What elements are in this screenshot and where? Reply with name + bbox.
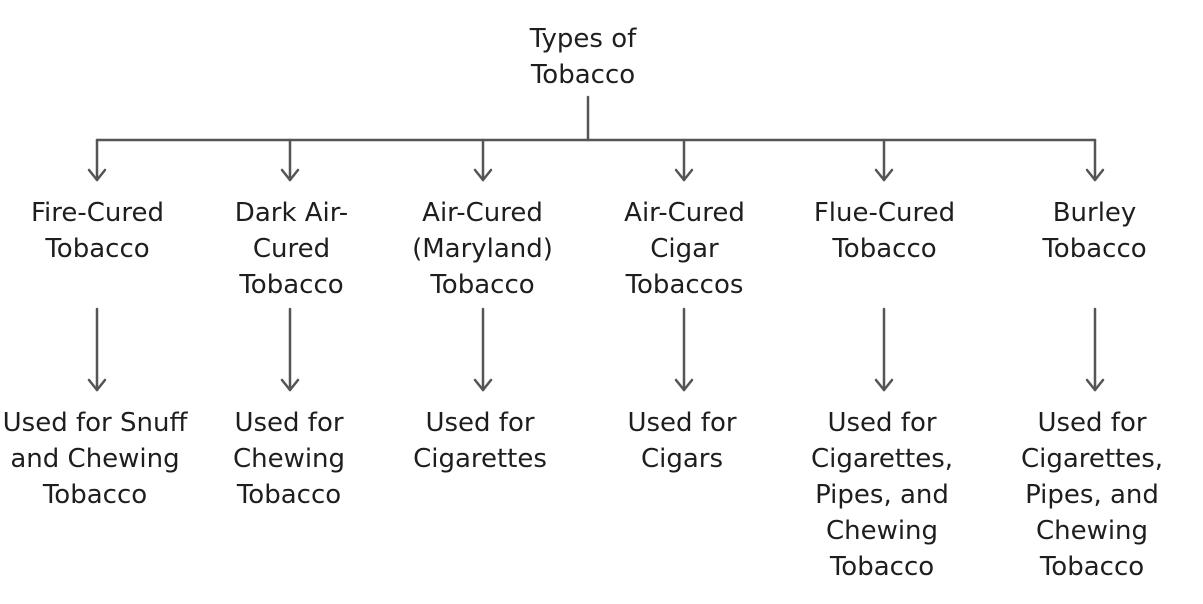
root-node-label: Types of Tobacco: [529, 24, 637, 90]
type-node-flue-cured: Flue-Cured Tobacco: [813, 198, 956, 264]
type-node-air-cured-cigar: Air-Cured Cigar Tobaccos: [624, 198, 745, 300]
arrowhead-air-cured-maryland-use: [473, 378, 493, 392]
type-node-burley: Burley Tobacco: [1042, 198, 1147, 264]
use-node-dark-air-cured: Used for Chewing Tobacco: [232, 408, 346, 510]
arrowhead-fire-cured: [87, 168, 107, 182]
arrowhead-burley: [1085, 168, 1105, 182]
arrowhead-fire-cured-use: [87, 378, 107, 392]
arrowhead-air-cured-cigar-use: [674, 378, 694, 392]
arrowhead-flue-cured-use: [874, 378, 894, 392]
use-node-air-cured-cigar: Used for Cigars: [627, 408, 737, 474]
arrowhead-air-cured-cigar: [674, 168, 694, 182]
use-node-air-cured-maryland: Used for Cigarettes: [413, 408, 547, 474]
arrowhead-dark-air-cured: [280, 168, 300, 182]
use-node-fire-cured: Used for Snuff and Chewing Tobacco: [2, 408, 188, 510]
use-node-flue-cured: Used for Cigarettes, Pipes, and Chewing …: [810, 408, 954, 582]
arrowhead-burley-use: [1085, 378, 1105, 392]
type-node-air-cured-maryland: Air-Cured (Maryland) Tobacco: [412, 198, 553, 300]
arrowhead-flue-cured: [874, 168, 894, 182]
arrowhead-dark-air-cured-use: [280, 378, 300, 392]
type-node-dark-air-cured: Dark Air-Cured Tobacco: [234, 198, 349, 300]
arrowhead-air-cured-maryland: [473, 168, 493, 182]
use-node-burley: Used for Cigarettes, Pipes, and Chewing …: [1020, 408, 1164, 582]
type-node-fire-cured: Fire-Cured Tobacco: [30, 198, 165, 264]
